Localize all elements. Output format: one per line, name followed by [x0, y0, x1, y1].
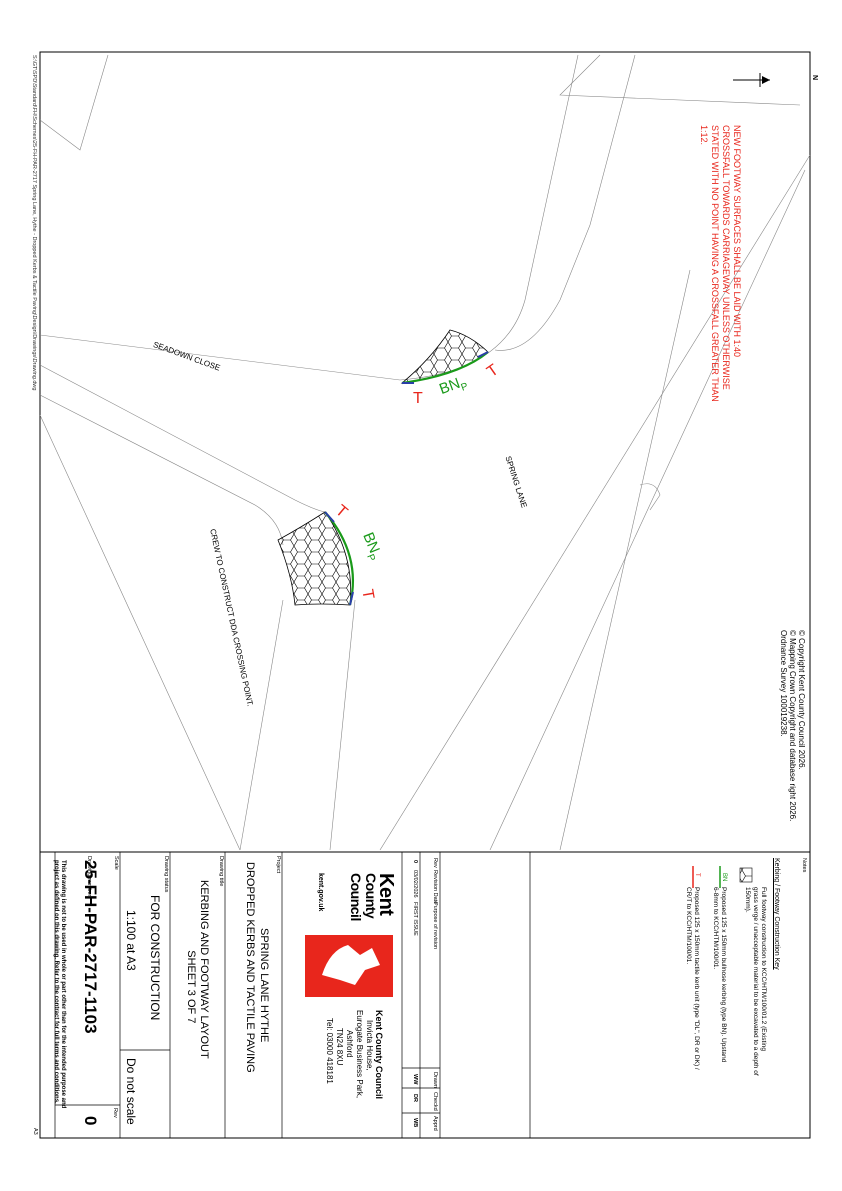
notice-line: NEW FOOTWAY SURFACES SHALL BE LAID WITH …: [732, 125, 742, 358]
crossfall-notice: NEW FOOTWAY SURFACES SHALL BE LAID WITH …: [698, 125, 742, 402]
project-title: SPRING LANE HYTHE: [258, 928, 270, 1043]
key-symbol-t: T: [694, 873, 700, 877]
key-item-hatch: Full footway construction to KCC/HTM/100…: [744, 887, 767, 1076]
notes-heading: Notes: [801, 858, 807, 873]
project-label: Project: [275, 856, 281, 874]
kcc-logo-text: Kent County Council: [348, 873, 397, 921]
key-item-bullnose: Proposed 125 x 150mm bullnose kerbing (t…: [712, 887, 727, 1063]
north-label: N: [811, 75, 818, 81]
copyright-block: © Copyright Kent County Council 2026. © …: [779, 630, 806, 821]
road-lines: [39, 54, 811, 851]
scale-value: 1:100 at A3: [124, 910, 138, 971]
drawing-number: 25-FH-PAR-2717-1103: [81, 860, 100, 1034]
approved-header: Apprd: [432, 1116, 438, 1131]
footway-area-north: [400, 329, 489, 385]
rev-label: Rev: [112, 1108, 118, 1118]
sheet-size: A3: [32, 1128, 38, 1135]
drawing-status: FOR CONSTRUCTION: [148, 895, 162, 1021]
title-block-grid: [54, 852, 811, 1138]
drawn-value: WW: [412, 1074, 418, 1085]
rev-purpose-header: Purpose of revision: [432, 902, 438, 950]
rev-purpose-value: FIRST ISSUE: [412, 902, 418, 936]
drawing-title: KERBING AND FOOTWAY LAYOUT SHEET 3 OF 7: [185, 880, 210, 1059]
kcc-website: kent.gov.uk: [317, 873, 324, 912]
drawing-title-label: Drawing title: [218, 856, 224, 887]
key-hatch-swatch: [739, 867, 753, 883]
key-item-tactile: Proposed 125 x 150mm tactile kerb unit (…: [685, 887, 700, 1070]
file-path: S:\GT\SPD\Standard\FH\Schemes\25-FH-PAR-…: [31, 55, 37, 391]
revision-number: 0: [81, 1116, 100, 1126]
copyright-line: © Copyright Kent County Council 2026.: [797, 630, 806, 770]
kcc-address: Kent County Council Invicta House, Eurog…: [325, 1010, 384, 1099]
rev-date-value: 03/02/2026: [412, 870, 418, 898]
tactile-marker: T: [413, 390, 423, 407]
drawing-status-label: Drawing status: [163, 856, 169, 893]
copyright-line: © Mapping Crown Copyright and database r…: [788, 630, 797, 822]
outer-border: [39, 51, 811, 1139]
key-title: Kerbing / Footway Construction Key: [773, 858, 780, 970]
rev-date-header: Revision Date: [432, 870, 438, 905]
footway-area-south: [277, 511, 355, 606]
scale-label: Scale: [113, 856, 119, 870]
key-symbol-bn: BN: [721, 873, 727, 882]
copyright-line: Ordnance Survey 100019238.: [779, 630, 788, 737]
kcc-horse-emblem: [322, 945, 380, 985]
rev-value: 0: [412, 860, 418, 864]
drawn-header: Drawn: [432, 1072, 438, 1088]
north-arrow: [733, 73, 770, 87]
disclaimer: This drawing is not to be used in whole …: [53, 860, 66, 1109]
checked-value: DR: [412, 1094, 418, 1102]
project-subtitle: DROPPED KERBS AND TACTILE PAVING: [244, 862, 256, 1073]
do-not-scale: Do not scale: [124, 1058, 138, 1125]
notice-line: 1:12.: [699, 125, 709, 146]
rev-header: Rev: [432, 858, 438, 868]
notice-line: CROSSFALL TOWARDS CARRIAGEWAY UNLESS OTH…: [721, 125, 731, 390]
notice-line: STATED WITH NO POINT HAVING A CROSSFALL …: [710, 125, 720, 402]
checked-header: Checkd: [432, 1092, 438, 1111]
approved-value: WB: [412, 1118, 418, 1128]
